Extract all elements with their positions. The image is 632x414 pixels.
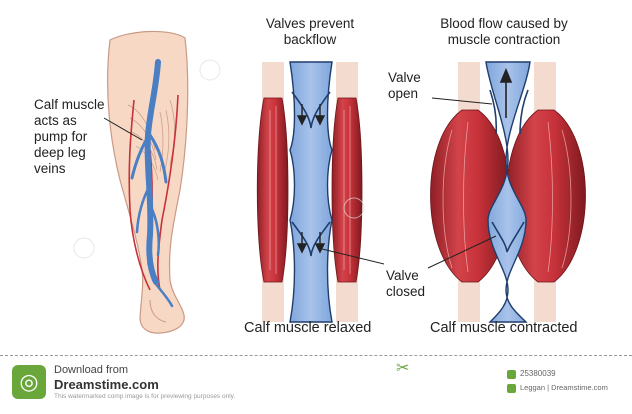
valves-prevent-line-2: backflow: [283, 32, 337, 47]
blood-flow-line-2: muscle contraction: [447, 32, 561, 47]
valve-open-label: Valve open: [388, 70, 421, 102]
relaxed-right-muscle: [331, 97, 363, 283]
blood-flow-line-1: Blood flow caused by: [440, 16, 568, 31]
calf-pump-line-2: acts as: [34, 113, 77, 128]
relaxed-valve-lower: [291, 221, 331, 257]
calf-pump-line-3: pump for: [34, 129, 88, 144]
blood-flow-label: Blood flow caused by muscle contraction: [414, 16, 594, 48]
valves-prevent-label: Valves prevent backflow: [262, 16, 358, 48]
contracted-panel: [317, 61, 586, 323]
calf-pump-label: Calf muscle acts as pump for deep leg ve…: [34, 97, 105, 177]
valve-open-line-1: Valve: [388, 70, 421, 85]
caption-relaxed: Calf muscle relaxed: [244, 320, 372, 336]
image-credit: Leggan | Dreamstime.com: [520, 383, 608, 392]
small-print: This watermarked comp image is for previ…: [54, 393, 236, 400]
contracted-vein: [485, 61, 531, 323]
valve-open-line-2: open: [388, 86, 419, 101]
credit-icon: [507, 384, 516, 393]
calf-label-pointer: [103, 117, 143, 141]
contracted-valve-closed: [491, 221, 525, 253]
foot-detail: [149, 299, 167, 323]
relaxed-left-muscle: [256, 97, 289, 283]
valve-open-pointer: [431, 97, 493, 105]
image-id: 25380039: [520, 369, 556, 378]
relaxed-valve-upper: [291, 91, 331, 129]
valve-closed-line-2: closed: [386, 284, 426, 299]
relaxed-panel: [256, 61, 363, 323]
watermark-footer: [0, 355, 632, 414]
site-name[interactable]: Dreamstime.com: [54, 377, 159, 392]
valve-closed-pointer-2: [427, 235, 497, 269]
contracted-valve-open: [489, 89, 529, 135]
valve-closed-line-1: Valve: [386, 268, 419, 283]
calf-pump-line-5: veins: [34, 161, 66, 176]
calf-pump-line-4: deep leg: [34, 145, 86, 160]
caption-contracted: Calf muscle contracted: [430, 320, 578, 336]
footer-divider: [0, 355, 632, 356]
contracted-right-muscle: [506, 109, 586, 283]
download-from-text: Download from: [54, 364, 128, 376]
image-id-icon: [507, 370, 516, 379]
leg-illustration: [107, 30, 189, 334]
dreamstime-swirl-icon: ◎: [12, 365, 46, 399]
scissors-icon: ✂: [396, 360, 410, 377]
valves-prevent-line-1: Valves prevent: [265, 16, 355, 31]
relaxed-vein: [289, 61, 333, 323]
watermark: [73, 59, 365, 259]
valve-closed-pointer-1: [317, 247, 385, 265]
valve-closed-label: Valve closed: [386, 268, 425, 300]
leg-veins: [130, 59, 174, 308]
calf-pump-line-1: Calf muscle: [34, 97, 105, 112]
